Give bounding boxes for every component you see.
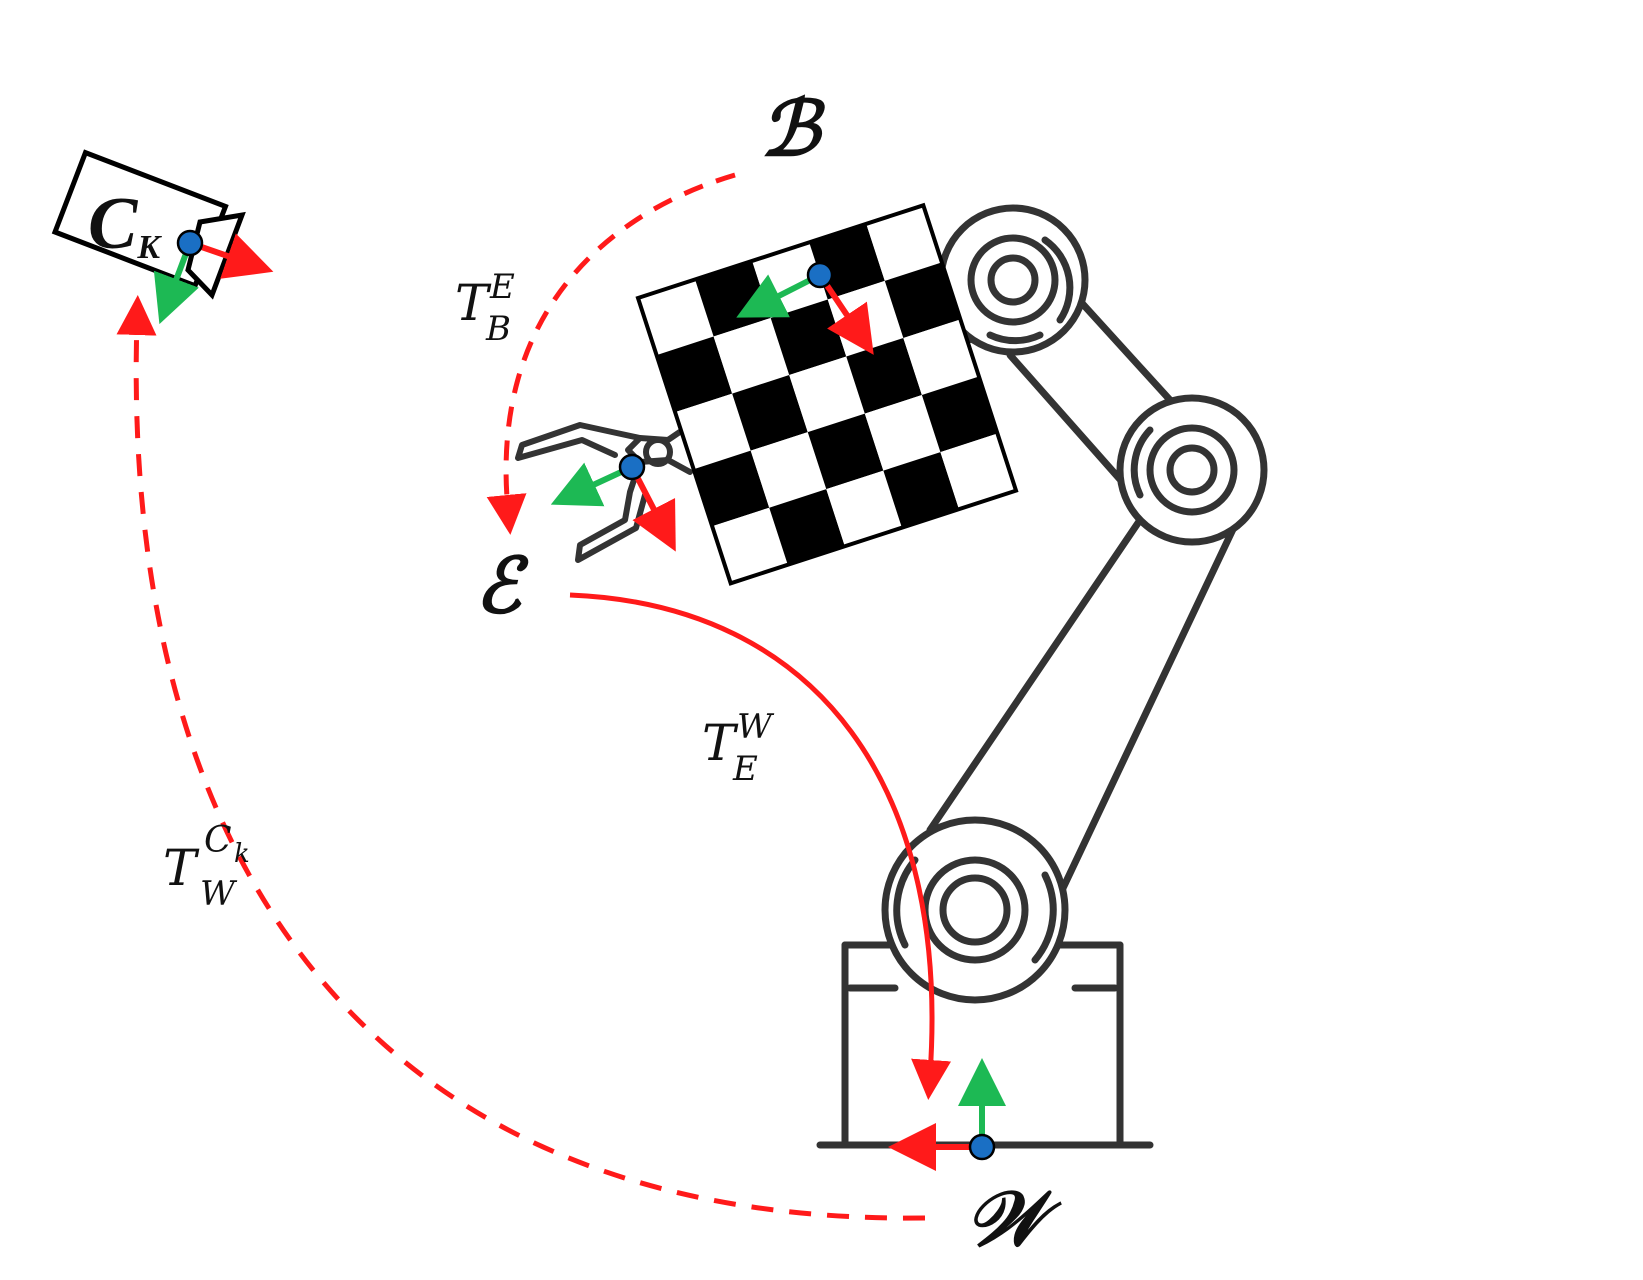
transform-arrow-world-camera <box>116 295 926 1221</box>
world-frame-axes <box>888 1058 1006 1171</box>
svg-text:E: E <box>489 267 515 307</box>
checker-square <box>769 489 845 565</box>
checker-square <box>883 452 959 528</box>
camera-icon <box>51 149 246 300</box>
checker-square <box>807 413 884 490</box>
board-frame-label: ℬ <box>760 88 826 172</box>
checker-square <box>940 433 1017 510</box>
checkerboard-icon <box>635 202 1019 586</box>
checker-square <box>656 336 733 413</box>
checker-square <box>846 337 922 414</box>
world-frame-label: 𝒲 <box>965 1178 1062 1262</box>
robot-upper-link <box>1006 286 1174 489</box>
checker-square <box>789 356 865 433</box>
transform-label-world-camera: T C k W <box>163 820 250 914</box>
effector-origin <box>618 453 646 481</box>
checker-square <box>864 395 941 471</box>
svg-text:T: T <box>163 839 200 897</box>
camera-frame-axes <box>153 229 274 325</box>
svg-text:W: W <box>737 707 775 747</box>
svg-text:T: T <box>455 274 492 332</box>
robot-base-joint <box>881 816 1069 1004</box>
svg-text:T: T <box>702 714 739 772</box>
checker-square <box>693 450 770 527</box>
effector-frame-label: ℰ <box>475 545 529 629</box>
checkerboard-border <box>635 202 1019 586</box>
checker-square <box>713 317 790 394</box>
checker-square <box>675 393 751 470</box>
svg-text:W: W <box>200 874 238 914</box>
svg-text:k: k <box>234 839 250 869</box>
transform-arrow-effector-world <box>569 592 951 1100</box>
transform-label-board-effector: T E B <box>455 267 515 349</box>
checkerboard-squares <box>638 205 1017 584</box>
transform-label-effector-world: T W E <box>702 707 775 789</box>
checker-square <box>712 507 788 584</box>
effector-frame-axes <box>550 453 676 552</box>
world-origin <box>968 1133 996 1161</box>
checker-square <box>638 279 714 356</box>
checker-square <box>732 375 808 451</box>
robot-elbow-joint <box>1116 394 1268 546</box>
svg-text:B: B <box>485 309 511 349</box>
robot-lower-link <box>926 516 1239 909</box>
camera-origin <box>176 229 204 257</box>
checker-square <box>866 205 942 281</box>
checker-square <box>750 432 827 508</box>
gripper-icon <box>515 422 693 563</box>
checker-square <box>921 376 998 453</box>
svg-text:C: C <box>204 820 232 861</box>
checker-square <box>884 262 961 338</box>
board-origin <box>806 261 834 289</box>
transform-arrow-board-effector <box>486 172 736 535</box>
svg-text:E: E <box>732 749 758 789</box>
checker-square <box>903 319 979 396</box>
checker-square <box>826 470 902 547</box>
board-frame-axes <box>736 261 874 355</box>
camera-frame-label: CK <box>88 183 162 266</box>
